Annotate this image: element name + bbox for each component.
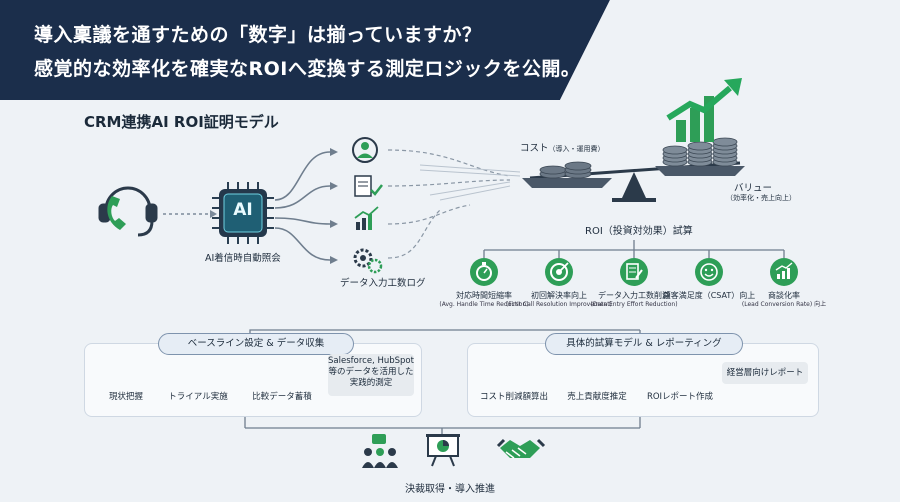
metric-label: 顧客満足度（CSAT）向上	[662, 291, 756, 300]
bar-chart-icon	[354, 206, 379, 230]
baseline-note: Salesforce, HubSpot 等のデータを活用した 実践的測定	[328, 354, 414, 396]
document-check-icon	[354, 175, 383, 197]
header-banner	[0, 0, 900, 100]
cost-sub-text: （導入・運用費）	[548, 145, 605, 153]
metric-sub: (Avg. Handle Time Reduction)	[439, 301, 529, 308]
reporting-step-report: ROIレポート作成	[646, 392, 714, 402]
data-log-label: データ入力工数ログ	[340, 278, 426, 289]
reporting-step-cost: コスト削減額算出	[479, 392, 548, 402]
header-line-1: 導入稟議を通すための「数字」は揃っていますか？	[34, 24, 482, 46]
form-edit-icon	[620, 258, 648, 286]
metric-data-entry: データ入力工数削減 (Data Entry Effort Reduction)	[580, 291, 688, 309]
ai-chip-text: AI	[233, 200, 253, 220]
header-line-2: 感覚的な効率化を確実なROIへ変換する測定ロジックを公開。	[34, 58, 581, 80]
baseline-title: ベースライン設定 & データ収集	[158, 333, 354, 355]
metric-sub: (Lead Conversion Rate) 向上	[741, 301, 827, 308]
smiley-icon	[695, 258, 723, 286]
phone-icon	[107, 196, 126, 230]
stopwatch-icon	[470, 258, 498, 286]
gear-icon	[353, 248, 383, 274]
balance-scale-icon	[522, 137, 745, 202]
metric-sub: (Data Entry Effort Reduction)	[590, 301, 678, 308]
value-sub-label: （効率化・売上向上）	[726, 194, 796, 202]
presentation-icon	[426, 434, 460, 467]
footer-label: 決裁取得・導入推進	[405, 484, 495, 495]
handshake-icon	[496, 438, 546, 459]
metric-csat: 顧客満足度（CSAT）向上	[655, 291, 763, 301]
metric-handle-time: 対応時間短縮率 (Avg. Handle Time Reduction)	[430, 291, 538, 309]
value-label: バリュー	[734, 183, 773, 194]
baseline-step-trial: トライアル実施	[168, 392, 228, 402]
user-profile-icon	[352, 137, 378, 163]
ai-chip-icon	[212, 182, 274, 244]
target-icon	[545, 258, 573, 286]
metric-label: データ入力工数削減	[598, 291, 670, 300]
metric-sub: (First Call Resolution Improvement)	[506, 301, 612, 308]
metric-label: 商談化率	[768, 291, 800, 300]
metric-lead-conversion: 商談化率 (Lead Conversion Rate) 向上	[730, 291, 838, 309]
model-title: CRM連携AI ROI証明モデル	[84, 113, 279, 131]
cost-label: コスト（導入・運用費）	[520, 140, 605, 154]
metric-label: 対応時間短縮率	[456, 291, 512, 300]
metric-first-call: 初回解決率向上 (First Call Resolution Improveme…	[505, 291, 613, 309]
baseline-step-current: 現状把握	[108, 392, 143, 402]
cost-label-text: コスト	[520, 143, 549, 154]
roi-label: ROI（投資対効果）試算	[585, 226, 693, 237]
metric-label: 初回解決率向上	[531, 291, 587, 300]
reporting-step-sales: 売上貢献度推定	[567, 392, 627, 402]
ai-chip-label: AI着信時自動照会	[205, 253, 281, 264]
conversion-chart-icon	[770, 258, 798, 286]
team-discussion-icon	[362, 434, 398, 468]
baseline-step-compare: 比較データ蓄積	[252, 392, 312, 402]
reporting-title: 具体的試算モデル & レポーティング	[545, 333, 743, 355]
reporting-note: 経営層向けレポート	[722, 362, 808, 384]
growth-bars-icon	[666, 78, 742, 142]
